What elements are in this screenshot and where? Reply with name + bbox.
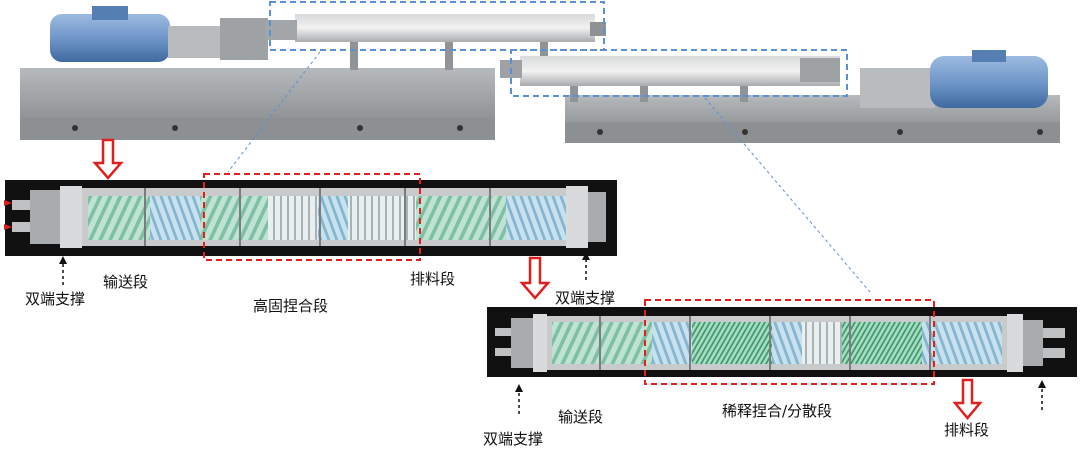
barrel-top-right bbox=[520, 56, 840, 86]
support-arrow-lower-left-icon bbox=[515, 384, 523, 414]
label-lower-dilution-kneading: 稀释捏合/分散段 bbox=[722, 402, 833, 420]
label-lower-conveying: 输送段 bbox=[558, 408, 604, 426]
support-arrow-upper-left-icon bbox=[59, 256, 67, 285]
zoom-box-top-left bbox=[269, 1, 605, 51]
label-upper-high-solid-kneading: 高固捏合段 bbox=[253, 297, 329, 315]
connector-line-left bbox=[227, 51, 321, 173]
feed-arrow-top-icon bbox=[92, 138, 124, 180]
machine-right bbox=[500, 50, 1060, 143]
discharge-arrow-bottom-icon bbox=[952, 378, 983, 420]
label-upper-dual-support: 双端支撑 bbox=[25, 290, 86, 308]
support-arrow-upper-right-icon bbox=[582, 252, 590, 280]
upper-barrel-detail bbox=[5, 180, 617, 256]
motor-right-icon bbox=[930, 56, 1048, 108]
machine-left bbox=[20, 6, 606, 140]
motor-left-icon bbox=[50, 14, 170, 62]
label-upper-conveying: 输送段 bbox=[103, 273, 149, 291]
zone-box-high-solid-kneading bbox=[203, 173, 421, 261]
label-upper-right-dual-support: 双端支撑 bbox=[555, 289, 616, 307]
connector-line-right bbox=[704, 97, 871, 293]
feed-arrow-middle-icon bbox=[519, 256, 551, 300]
label-lower-dual-support: 双端支撑 bbox=[483, 430, 544, 448]
lower-barrel-detail bbox=[487, 307, 1077, 377]
label-upper-discharge: 排料段 bbox=[410, 270, 456, 288]
support-arrow-lower-right-icon bbox=[1038, 380, 1046, 410]
label-lower-discharge: 排料段 bbox=[944, 421, 990, 439]
zoom-box-top-right bbox=[510, 49, 848, 97]
barrel-top-left bbox=[295, 14, 595, 42]
zone-box-dilution-kneading bbox=[644, 299, 935, 385]
